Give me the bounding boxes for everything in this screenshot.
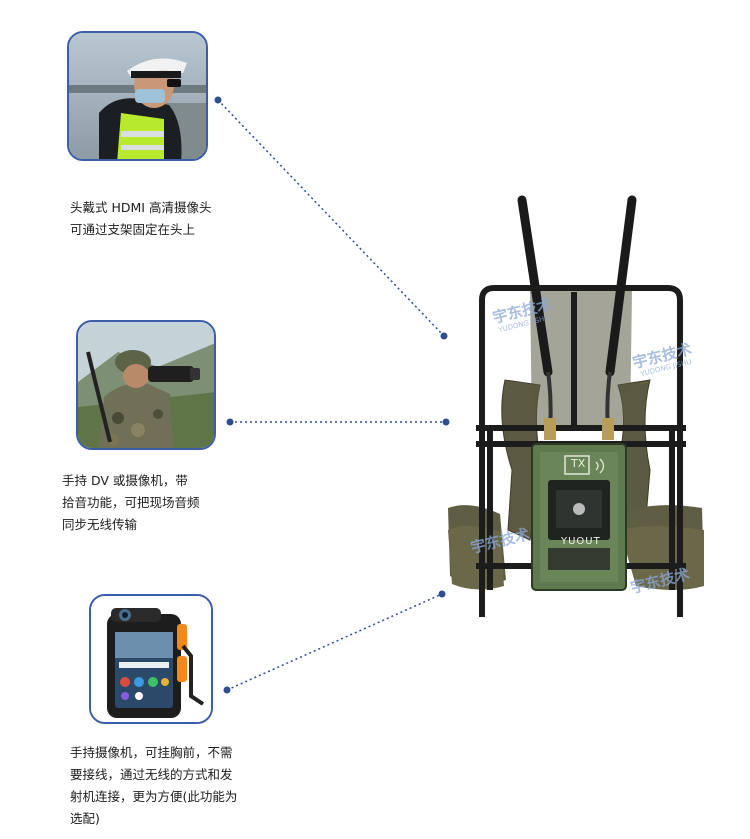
photo-body-worn-camera: [89, 594, 213, 724]
caption-line: 选配): [70, 811, 100, 826]
tx-label: TX: [571, 457, 586, 470]
caption-body-camera: 手持摄像机，可挂胸前，不需 要接线，通过无线的方式和发 射机连接，更为方便(此功…: [70, 742, 270, 830]
caption-line: 可通过支架固定在头上: [70, 222, 196, 237]
brand-label: YUOUT: [561, 536, 601, 547]
caption-line: 拾音功能，可把现场音频: [62, 495, 200, 510]
caption-line: 射机连接，更为方便(此功能为: [70, 789, 238, 804]
photo-soldier-dv-camera: [76, 320, 216, 450]
caption-line: 要接线，通过无线的方式和发: [70, 767, 233, 782]
photo-head-camera-officer: [67, 31, 208, 161]
caption-line: 同步无线传输: [62, 517, 138, 532]
caption-line: 头戴式 HDMI 高清摄像头: [70, 200, 212, 215]
caption-dv-camera: 手持 DV 或摄像机，带 拾音功能，可把现场音频 同步无线传输: [62, 470, 252, 536]
caption-line: 手持 DV 或摄像机，带: [62, 473, 188, 488]
caption-line: 手持摄像机，可挂胸前，不需: [70, 745, 233, 760]
caption-head-camera: 头戴式 HDMI 高清摄像头 可通过支架固定在头上: [70, 197, 270, 241]
